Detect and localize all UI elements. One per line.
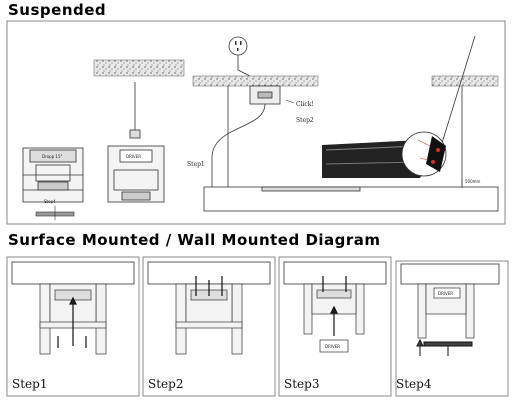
surface-step1-label: Step1 — [12, 377, 47, 391]
suspended-profile-mid — [107, 129, 165, 203]
suspended-luminaire — [203, 186, 499, 212]
surface-step4-label: Step4 — [396, 377, 432, 391]
profile-left-text: Dropp 15° — [42, 154, 63, 159]
step3-driver-label: DRIVER — [325, 344, 340, 349]
surface-step2-label: Step2 — [148, 377, 183, 391]
distance-label: 500mm — [465, 179, 481, 184]
detail-circle — [401, 131, 447, 177]
step1-label: Step1 — [187, 161, 205, 168]
suspended-profile-left — [22, 147, 84, 203]
step2-label: Step2 — [296, 117, 314, 124]
surface-step3-panel: DRIVER — [278, 256, 392, 397]
surface-step2-panel — [142, 256, 276, 397]
small-bracket — [35, 206, 75, 220]
surface-mounted-title: Surface Mounted / Wall Mounted Diagram — [8, 231, 381, 249]
step4-driver-label: DRIVER — [438, 291, 453, 296]
ceiling-slab-mid — [192, 75, 319, 87]
ceiling-slab-left — [93, 59, 185, 77]
plug-icon — [228, 36, 248, 56]
surface-step1-panel — [6, 256, 140, 397]
small-step-label: Step4 — [44, 199, 56, 204]
suspended-title: Suspended — [8, 1, 107, 19]
surface-step4-panel: DRIVER — [395, 260, 509, 397]
ceiling-slab-right — [431, 75, 499, 87]
mid-driver-label: DRIVER — [126, 154, 141, 159]
step3-driver — [319, 339, 349, 353]
surface-step3-label: Step3 — [284, 377, 319, 391]
click-label: Click! — [296, 101, 314, 108]
canopy — [249, 85, 281, 105]
step4-driver — [433, 287, 461, 299]
